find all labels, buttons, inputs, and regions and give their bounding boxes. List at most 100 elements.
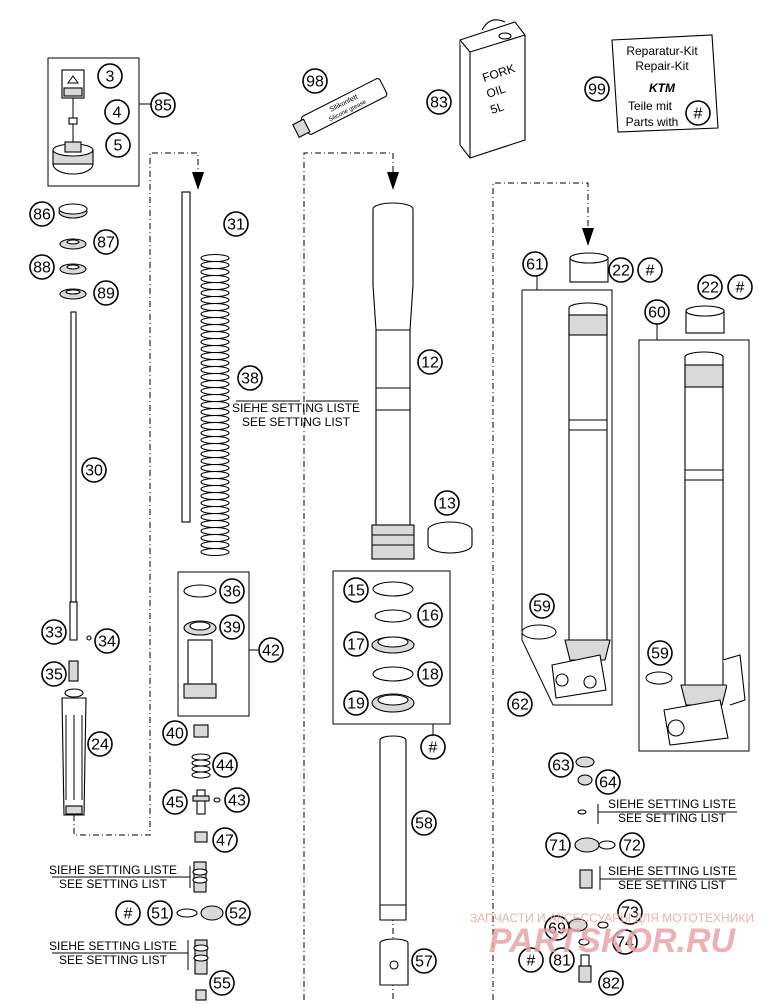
- callout-4: 4: [104, 99, 130, 125]
- o-ring: [176, 908, 198, 918]
- watermark-caption: ЗАПЧАСТИ И АКСЕССУАРЫ ДЛЯ МОТОТЕХНИКИ: [470, 911, 754, 925]
- callout-19: 19: [343, 690, 369, 716]
- callout-44-label: 44: [216, 758, 234, 775]
- o-ring: [645, 671, 673, 685]
- piston: [200, 905, 224, 921]
- callout-73-label: 73: [621, 905, 639, 922]
- callout-60-label: 60: [648, 305, 666, 322]
- valve-bolt: [196, 789, 206, 815]
- cap-assembly-frame: [47, 57, 140, 187]
- callout-12-label: 12: [421, 355, 439, 372]
- hash-callout: #: [685, 100, 711, 126]
- callout-35-label: 35: [45, 667, 63, 684]
- hash-callout: #: [637, 257, 663, 283]
- callout-16: 16: [417, 602, 443, 628]
- callout-15-label: 15: [347, 583, 365, 600]
- watermark-brand: PARTSKOR.RU: [489, 922, 737, 960]
- callout-13-label: 13: [438, 496, 456, 513]
- callout-57-label: 57: [415, 954, 433, 971]
- note-siehe-left2: SIEHE SETTING LISTE: [49, 939, 177, 953]
- callout-98: 98: [302, 68, 328, 94]
- callout-55: 55: [209, 970, 235, 996]
- hash-callout: #: [727, 274, 753, 300]
- callout-83-label: 83: [430, 95, 448, 112]
- callout-55-label: 55: [213, 976, 231, 993]
- o-ring: [521, 624, 557, 640]
- fork-oil-can: [459, 19, 526, 159]
- outer-tube-right-frame: [638, 339, 750, 752]
- callout-99: 99: [584, 76, 610, 102]
- callout-99-label: 99: [588, 82, 606, 99]
- callout-19-label: 19: [347, 696, 365, 713]
- callout-22: 22: [608, 257, 634, 283]
- callout-86: 86: [29, 201, 55, 227]
- spring-small: [68, 660, 79, 682]
- note-siehe-right2: SIEHE SETTING LISTE: [608, 864, 736, 878]
- ktm-logo: KTM: [649, 81, 676, 95]
- piston-rod: [70, 311, 77, 603]
- cartridge: [61, 688, 87, 816]
- callout-15: 15: [343, 577, 369, 603]
- callout-35: 35: [41, 661, 67, 687]
- callout-47-label: 47: [216, 833, 234, 850]
- callout-74-label: 74: [616, 935, 634, 952]
- compression-piston: [574, 837, 600, 853]
- bottom-collar: [427, 521, 473, 554]
- note-see-right2: SEE SETTING LIST: [618, 878, 727, 892]
- callout-38-label: 38: [241, 371, 259, 388]
- hash-callout-label: #: [429, 740, 438, 757]
- callout-58: 58: [411, 810, 437, 836]
- callout-69-label: 69: [548, 921, 566, 938]
- callout-22: 22: [697, 274, 723, 300]
- callout-71: 71: [545, 832, 571, 858]
- spring-retainer-frame: [177, 571, 250, 717]
- fork-cap: [52, 69, 94, 175]
- callout-17: 17: [343, 631, 369, 657]
- kit-line1: Reparatur-Kit: [626, 44, 698, 58]
- callout-86-label: 86: [33, 207, 51, 224]
- callout-36-label: 36: [223, 584, 241, 601]
- callout-74: 74: [612, 929, 638, 955]
- note-siehe-right1: SIEHE SETTING LISTE: [608, 797, 736, 811]
- callout-38: 38: [237, 365, 263, 391]
- callout-31-label: 31: [227, 217, 245, 234]
- callout-47: 47: [212, 827, 238, 853]
- axle-clamp-sleeve: [379, 938, 409, 986]
- callout-64-label: 64: [599, 775, 617, 792]
- callout-5-label: 5: [114, 138, 123, 155]
- callout-85: 85: [150, 92, 176, 118]
- hash-callout-label: #: [736, 280, 745, 297]
- kit-line4: Parts with: [626, 115, 679, 129]
- callout-72: 72: [619, 832, 645, 858]
- outer-tube-left-frame: [521, 289, 613, 706]
- preload-tube: [181, 191, 191, 523]
- callout-39: 39: [219, 614, 245, 640]
- hash-callout: #: [115, 900, 141, 926]
- callout-59: 59: [529, 593, 555, 619]
- hash-callout-label: #: [646, 263, 655, 280]
- fork-leg-right: [663, 351, 746, 746]
- callout-61-label: 61: [526, 257, 544, 274]
- can-line3: 5L: [489, 99, 506, 117]
- callout-81-label: 81: [553, 953, 571, 970]
- callout-45-label: 45: [166, 795, 184, 812]
- setting-notes: SIEHE SETTING LISTE SEE SETTING LIST SIE…: [49, 400, 737, 967]
- callout-42: 42: [258, 637, 284, 663]
- callout-69: 69: [544, 915, 570, 941]
- callout-85-label: 85: [154, 98, 172, 115]
- bushing: [193, 724, 209, 738]
- callout-3-label: 3: [106, 69, 115, 86]
- callout-12: 12: [417, 349, 443, 375]
- callout-52: 52: [225, 900, 251, 926]
- callout-43-label: 43: [228, 793, 246, 810]
- callout-88: 88: [29, 254, 55, 280]
- arrow-down-icon: [387, 172, 399, 190]
- callout-57: 57: [411, 948, 437, 974]
- callout-87: 87: [93, 229, 119, 255]
- callout-4-label: 4: [113, 105, 122, 122]
- callout-13: 13: [434, 490, 460, 516]
- callout-33-label: 33: [45, 625, 63, 642]
- note-see-right1: SEE SETTING LIST: [618, 811, 727, 825]
